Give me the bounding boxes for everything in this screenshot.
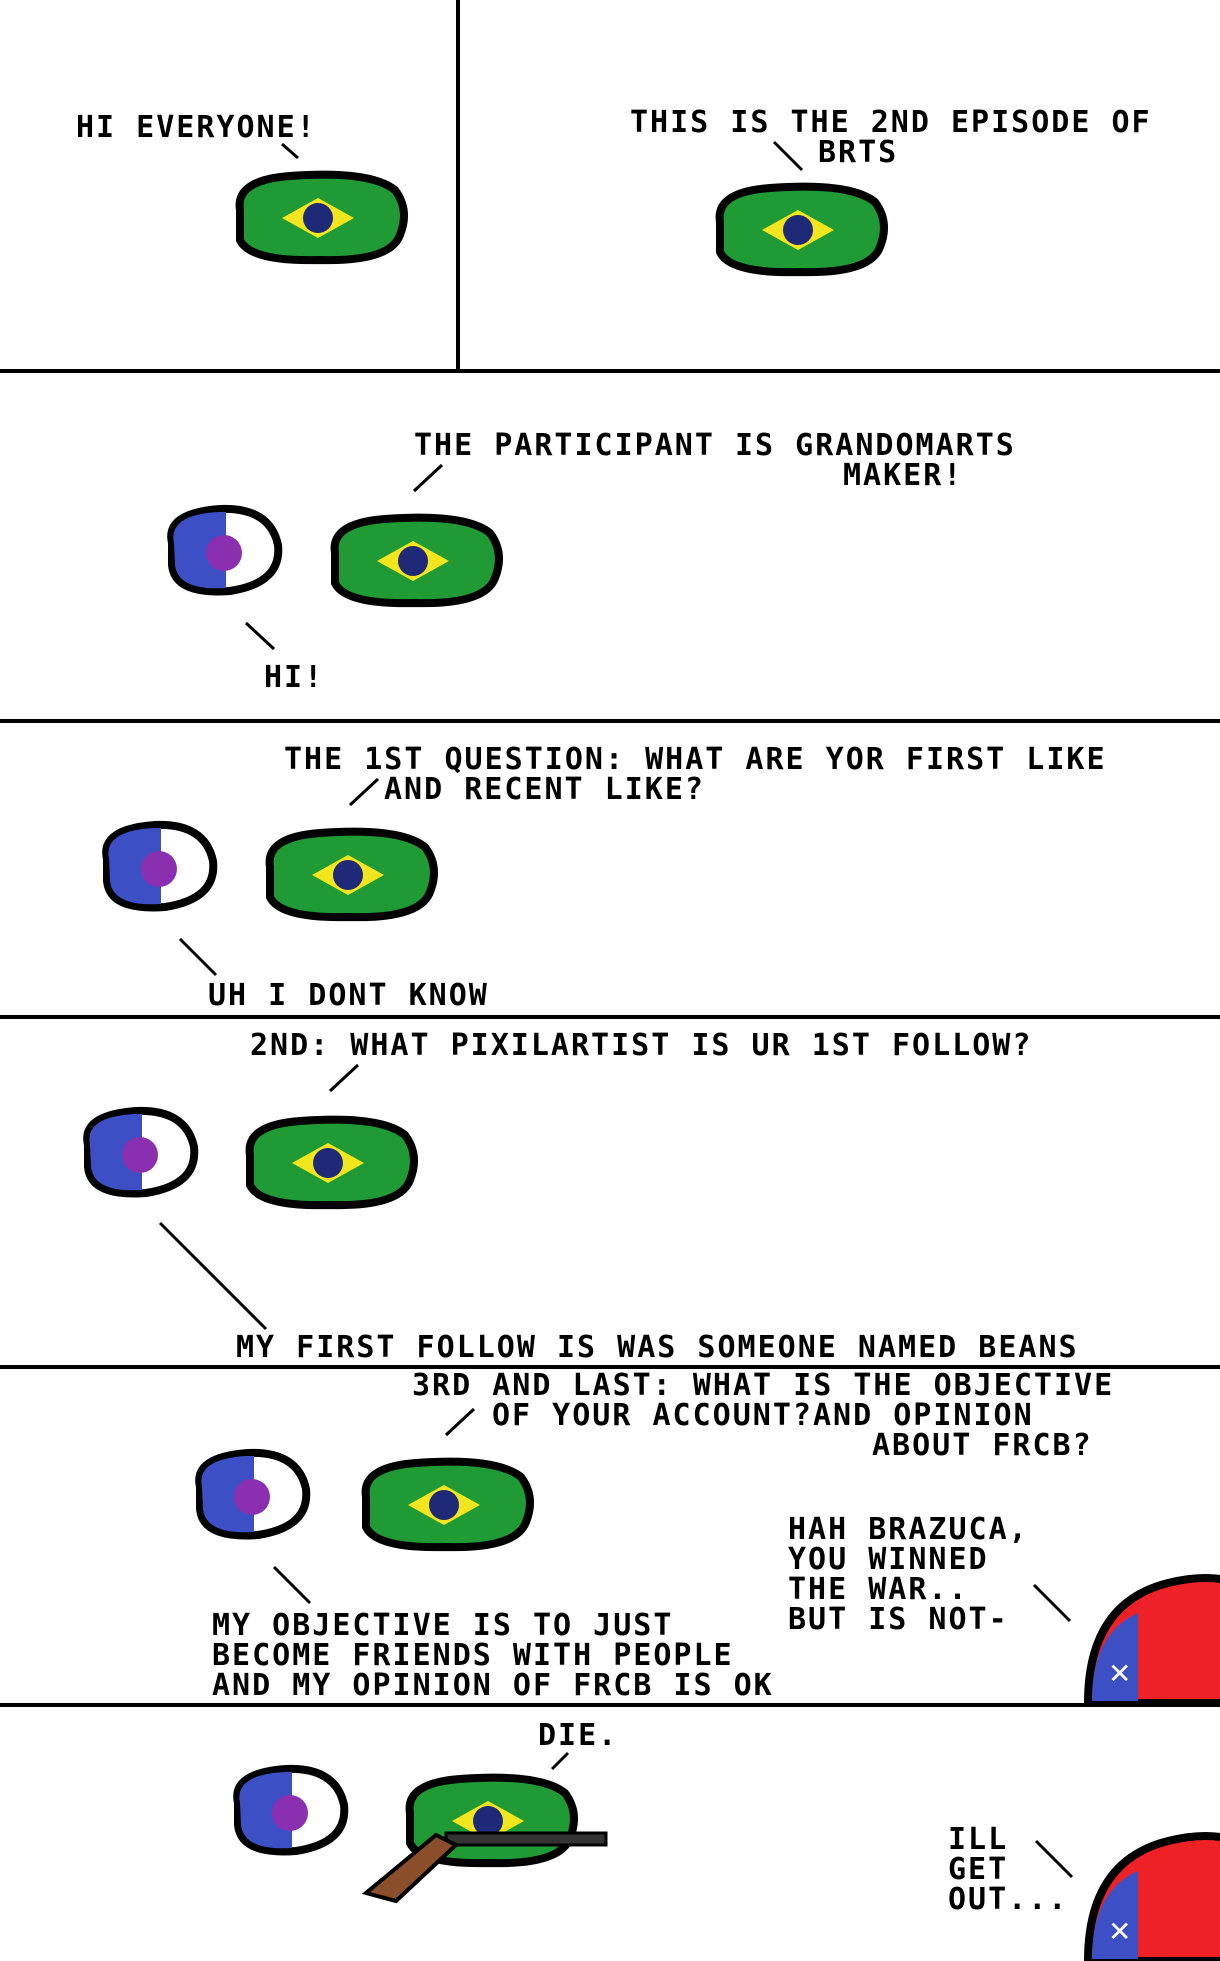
- speech-die: DIE.: [538, 1718, 619, 1753]
- brazil-ball: [325, 513, 505, 613]
- question-3-line2: OF YOUR ACCOUNT?AND OPINION: [492, 1398, 1034, 1433]
- speech-episode-line2: BRTS: [818, 135, 899, 170]
- speech-tail: [158, 1221, 268, 1331]
- panel-4: 2ND: WHAT PIXILARTIST IS UR 1ST FOLLOW? …: [0, 1019, 1220, 1365]
- intruder-speech-line3: THE WAR..: [788, 1572, 969, 1607]
- intruder-exit-line1: ILL: [948, 1822, 1009, 1857]
- grandomarts-ball: [76, 1107, 206, 1207]
- speech-tail: [178, 937, 218, 977]
- red-ball-intruder: [1078, 1563, 1220, 1703]
- speech-tail: [348, 777, 380, 807]
- speech-tail: [1034, 1839, 1074, 1879]
- intruder-exit-line2: GET: [948, 1852, 1009, 1887]
- brazil-ball-right: [710, 182, 890, 282]
- question-1-line2: AND RECENT LIKE?: [384, 772, 705, 807]
- panel-border: [0, 369, 1220, 373]
- reply-first-follow: MY FIRST FOLLOW IS WAS SOMEONE NAMED BEA…: [236, 1330, 1079, 1365]
- intruder-speech-line4: BUT IS NOT-: [788, 1602, 1009, 1637]
- speech-tail: [272, 1565, 312, 1605]
- speech-tail: [412, 463, 444, 493]
- question-3-line1: 3RD AND LAST: WHAT IS THE OBJECTIVE: [412, 1368, 1115, 1403]
- panel-border: [0, 1703, 1220, 1707]
- speech-tail: [1032, 1583, 1072, 1623]
- question-1-line1: THE 1ST QUESTION: WHAT ARE YOR FIRST LIK…: [284, 742, 1107, 777]
- brazil-ball: [356, 1457, 536, 1557]
- grandomarts-ball: [160, 505, 290, 605]
- speech-tail: [281, 142, 299, 160]
- grandomarts-ball: [188, 1449, 318, 1549]
- reply-dont-know: UH I DONT KNOW: [208, 978, 489, 1013]
- intruder-speech-line2: YOU WINNED: [788, 1542, 989, 1577]
- panel-6: DIE. ILL GET OUT...: [0, 1707, 1220, 1945]
- speech-tail: [444, 1407, 476, 1437]
- panel-divider: [456, 0, 460, 370]
- speech-participant-line2: MAKER!: [843, 458, 964, 493]
- panel-border: [0, 1365, 1220, 1369]
- panel-5: 3RD AND LAST: WHAT IS THE OBJECTIVE OF Y…: [0, 1369, 1220, 1703]
- reply-objective-line2: BECOME FRIENDS WITH PEOPLE: [212, 1638, 734, 1673]
- speech-tail: [550, 1751, 570, 1771]
- grandomarts-ball: [95, 821, 225, 921]
- question-3-line3: ABOUT FRCB?: [872, 1428, 1093, 1463]
- intruder-exit-line3: OUT...: [948, 1882, 1069, 1917]
- speech-hi-everyone: HI EVERYONE!: [76, 110, 317, 145]
- reply-objective-line1: MY OBJECTIVE IS TO JUST: [212, 1608, 674, 1643]
- speech-tail: [772, 140, 804, 172]
- panel-border: [0, 1015, 1220, 1019]
- question-2: 2ND: WHAT PIXILARTIST IS UR 1ST FOLLOW?: [250, 1028, 1033, 1063]
- panel-3: THE 1ST QUESTION: WHAT ARE YOR FIRST LIK…: [0, 723, 1220, 1015]
- speech-tail: [328, 1063, 360, 1093]
- speech-episode-line1: THIS IS THE 2ND EPISODE OF: [630, 105, 1152, 140]
- speech-participant-line1: THE PARTICIPANT IS GRANDOMARTS: [414, 428, 1016, 463]
- reply-hi: HI!: [264, 660, 325, 695]
- rifle-icon: [361, 1831, 608, 1904]
- intruder-speech-line1: HAH BRAZUCA,: [788, 1512, 1029, 1547]
- reply-objective-line3: AND MY OPINION OF FRCB IS OK: [212, 1668, 774, 1703]
- red-ball-leaving: [1078, 1821, 1220, 1961]
- brazil-ball: [240, 1115, 420, 1215]
- panel-1: HI EVERYONE! THIS IS THE 2ND EPISODE OF …: [0, 0, 1220, 370]
- grandomarts-ball-scared: [226, 1765, 356, 1865]
- speech-tail: [244, 621, 276, 651]
- brazil-ball-left: [230, 170, 410, 270]
- brazil-ball: [260, 827, 440, 927]
- panel-2: THE PARTICIPANT IS GRANDOMARTS MAKER! HI…: [0, 373, 1220, 720]
- panel-border: [0, 719, 1220, 723]
